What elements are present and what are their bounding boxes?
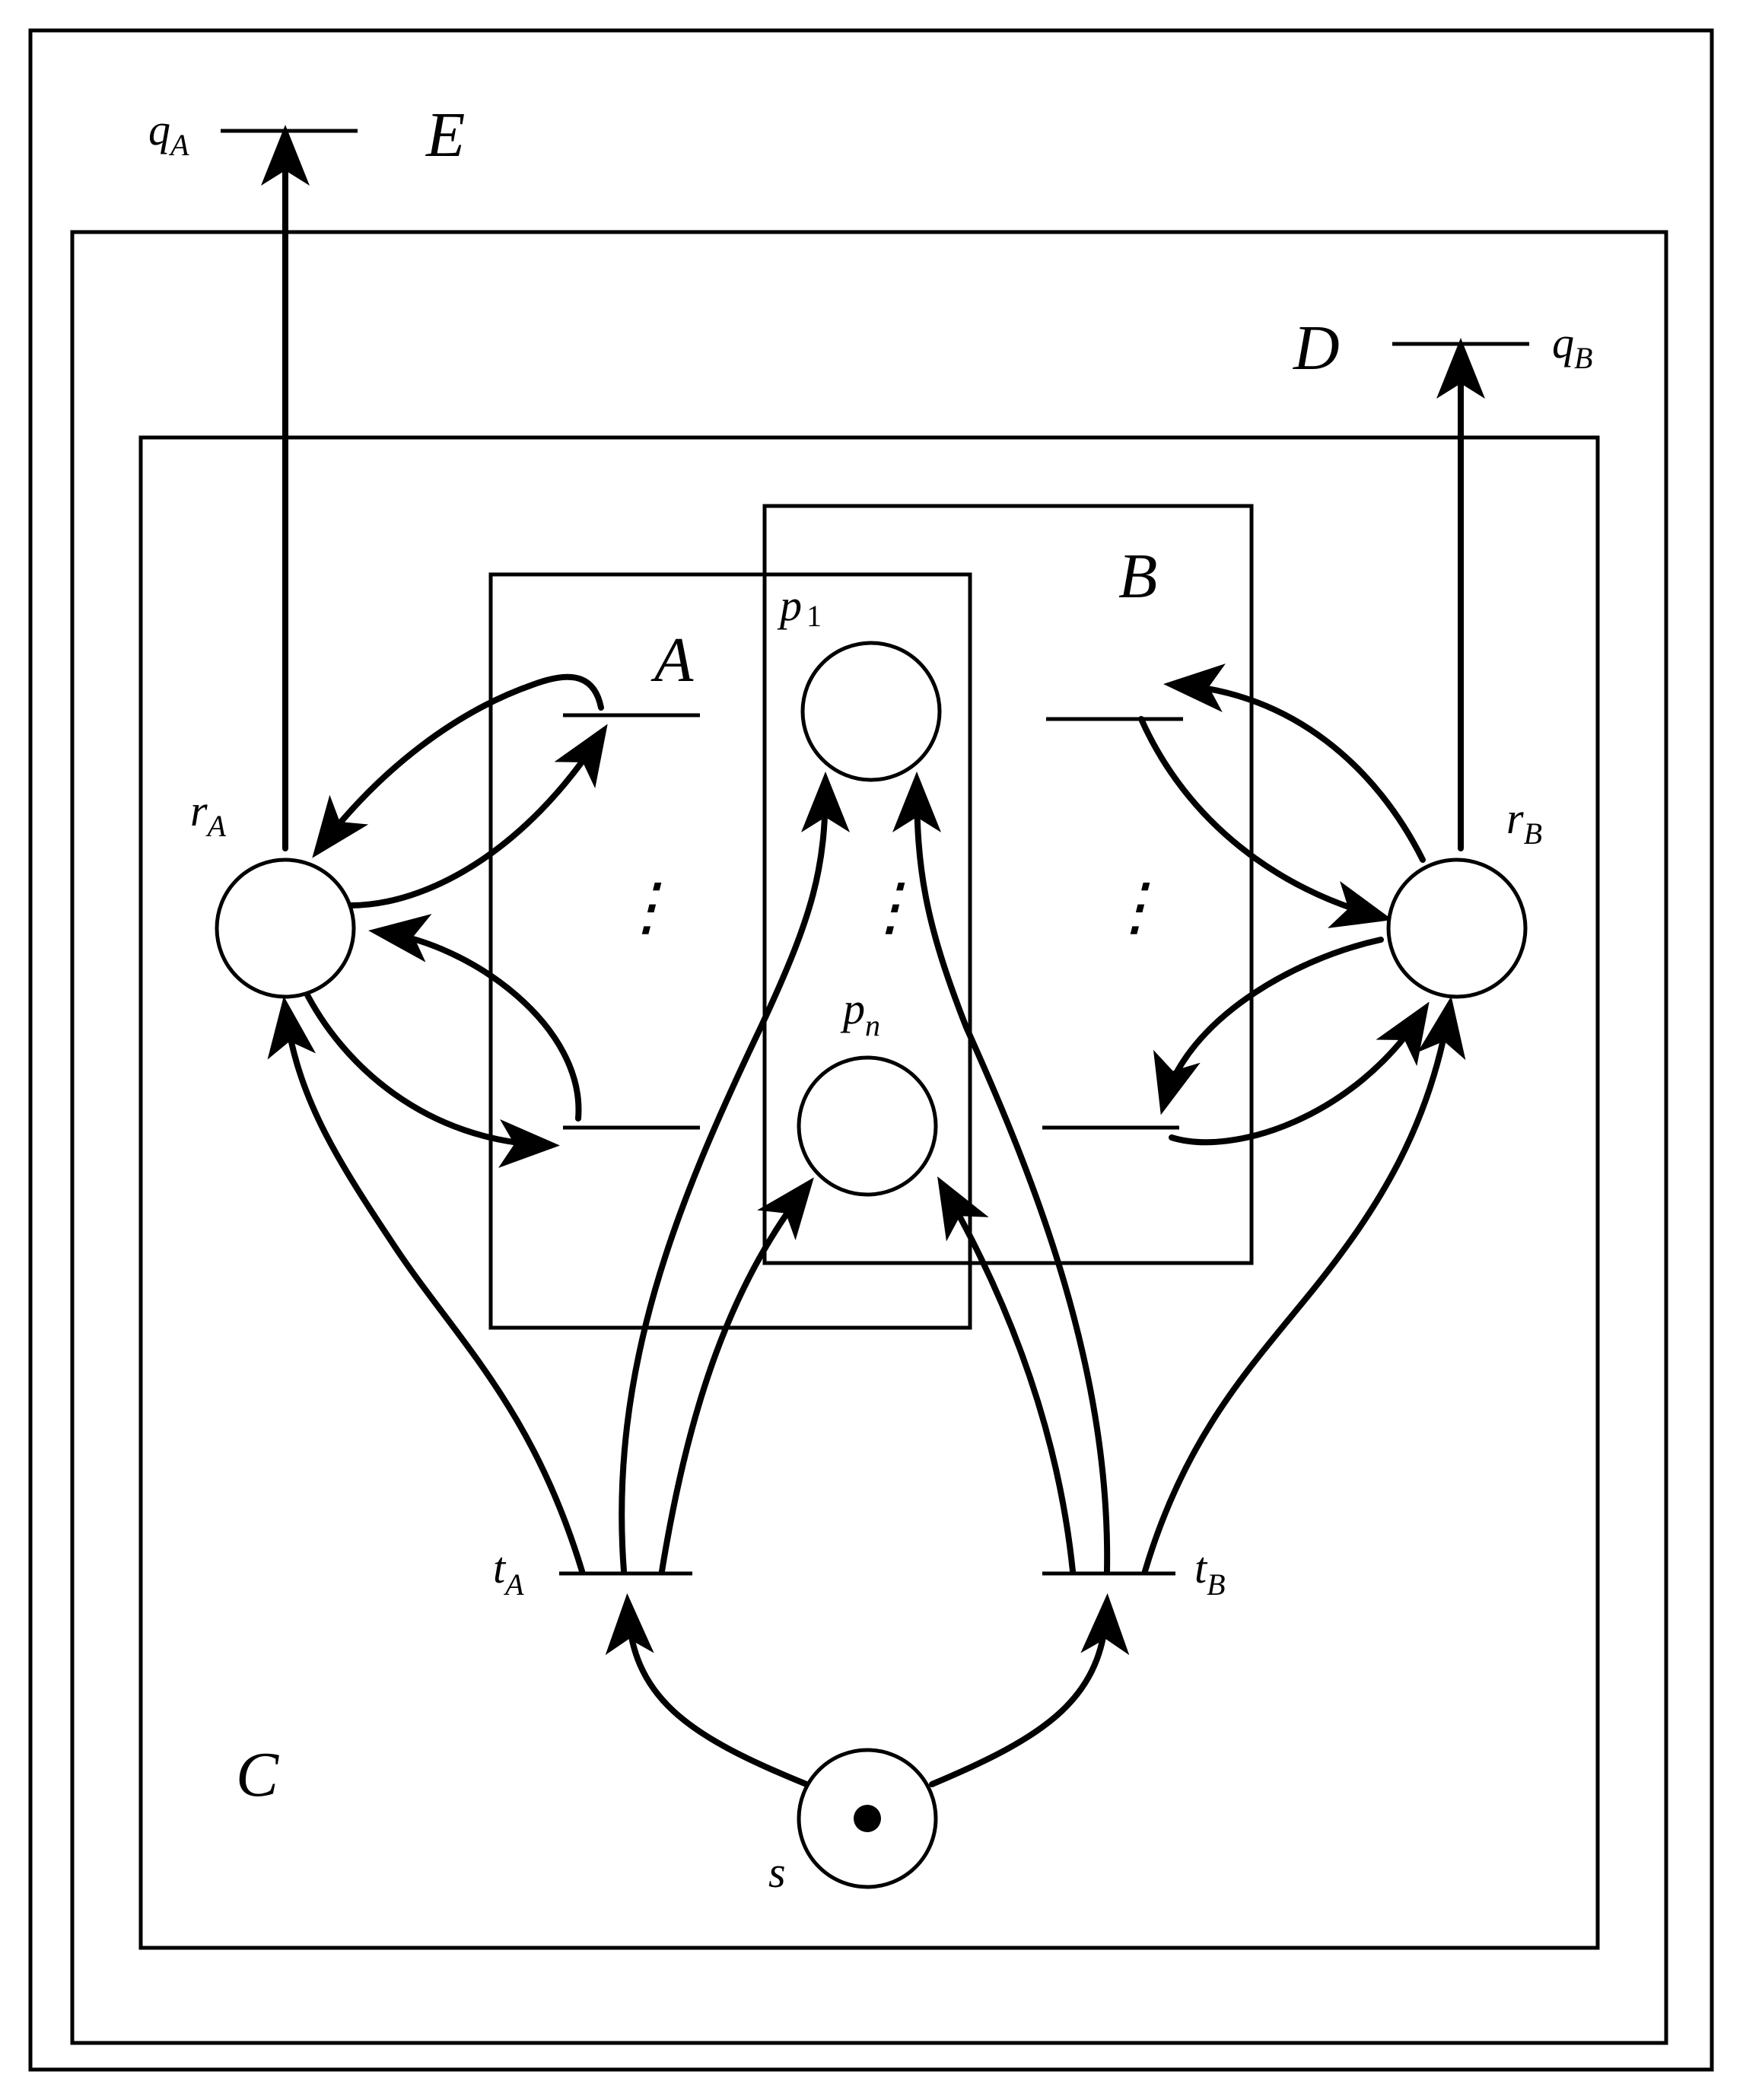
- box-B: [762, 504, 1254, 1265]
- place-p1: [800, 641, 942, 782]
- label-qA: qA: [148, 105, 189, 162]
- label-tA: tA: [493, 1543, 524, 1602]
- ellipsis-A: ⋮: [615, 872, 679, 943]
- label-D: D: [1293, 313, 1340, 383]
- label-qB: qB: [1552, 318, 1592, 375]
- arc-s-tA: [605, 1593, 809, 1787]
- arc-rB-topB: [1163, 663, 1426, 863]
- place-rA: [215, 858, 356, 999]
- label-tB: tB: [1194, 1543, 1226, 1602]
- place-pn: [797, 1055, 938, 1197]
- arc-rA-topA: [347, 724, 608, 908]
- ellipsis-p: ⋮: [858, 872, 922, 943]
- arc-tB-rB: [1142, 996, 1466, 1574]
- arc-s-tB: [929, 1593, 1130, 1787]
- box-A: [488, 572, 972, 1330]
- arc-topA-rA: [312, 673, 604, 858]
- token: [854, 1805, 881, 1832]
- arc-rA-bottomA: [301, 986, 560, 1168]
- arc-topB-rB: [1138, 716, 1393, 928]
- label-C: C: [236, 1739, 279, 1810]
- arc-tA-p1: [619, 772, 850, 1574]
- label-A: A: [650, 625, 694, 695]
- box-E: [70, 230, 1668, 2045]
- ellipsis-B: ⋮: [1103, 872, 1167, 943]
- outer-frame: [28, 28, 1714, 2072]
- arc-rB-bottomB: [1153, 937, 1384, 1115]
- arc-tA-rA: [267, 996, 585, 1574]
- arc-bottomA-rA: [368, 914, 582, 1122]
- label-rB: rB: [1506, 794, 1542, 851]
- label-pn: pn: [840, 984, 880, 1042]
- label-B: B: [1118, 541, 1157, 612]
- label-s: s: [768, 1847, 786, 1897]
- arc-tA-pn: [659, 1177, 814, 1574]
- box-D: [138, 435, 1600, 1950]
- place-rB: [1386, 858, 1528, 999]
- arc-tB-pn: [937, 1176, 1076, 1574]
- label-E: E: [425, 100, 465, 170]
- arc-bottomB-rB: [1169, 1001, 1430, 1146]
- label-rA: rA: [190, 786, 227, 843]
- arc-tB-p1: [892, 772, 1111, 1574]
